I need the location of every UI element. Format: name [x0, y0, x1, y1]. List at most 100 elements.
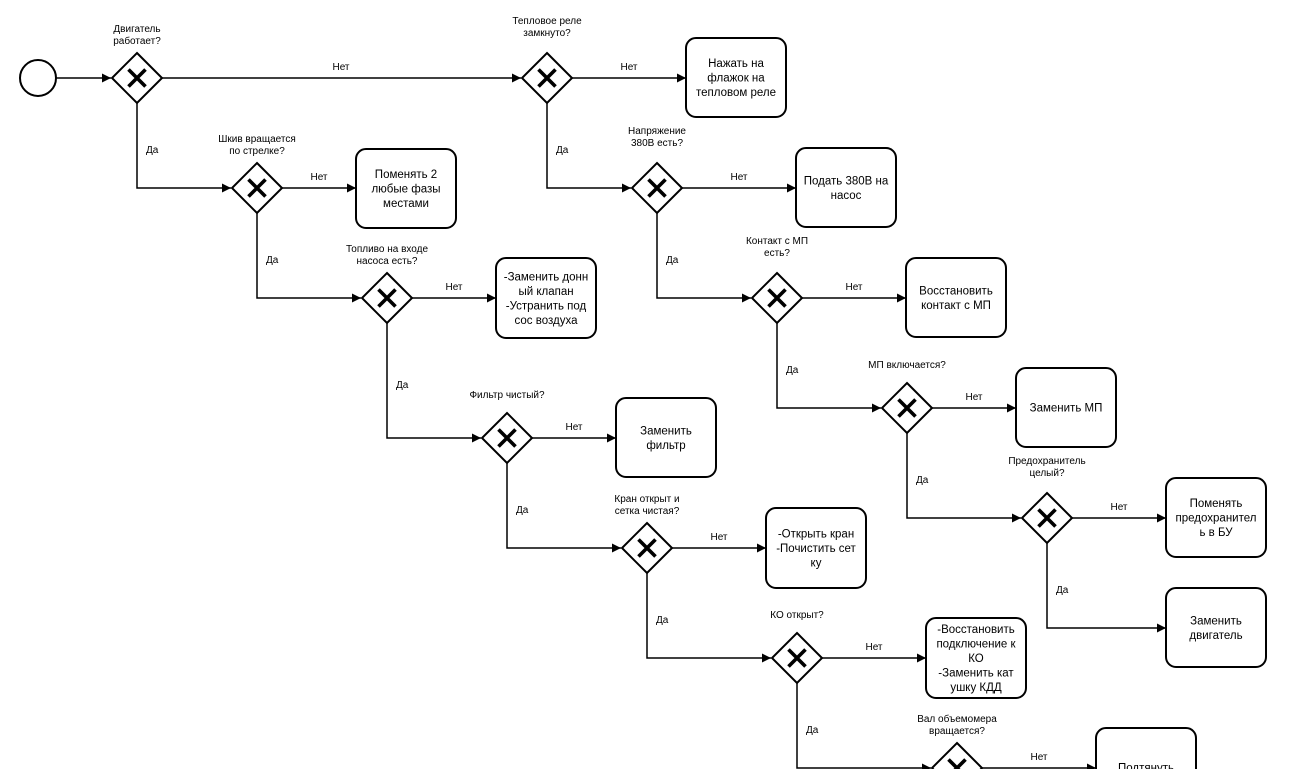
- flow-label-no: Нет: [1030, 752, 1047, 763]
- x-icon: [767, 288, 787, 308]
- task-box: [905, 257, 1007, 338]
- task-label: любые фазы: [371, 184, 440, 196]
- flow-label-no: Нет: [310, 172, 327, 183]
- flow-g4-g5: [506, 463, 621, 553]
- flow-label-yes: Да: [266, 255, 279, 266]
- task-label: Заменить МП: [1030, 403, 1103, 415]
- task-box: [495, 257, 597, 339]
- gateway-g6: КО открыт?: [770, 610, 824, 685]
- task-box: [765, 507, 867, 589]
- flow-label-no: Нет: [1110, 502, 1127, 513]
- flow-label-yes: Да: [656, 615, 669, 626]
- gateway-question: Фильтр чистый?: [469, 390, 545, 401]
- task-box: [795, 147, 897, 228]
- flow-label-no: Нет: [565, 422, 582, 433]
- task-label: двигатель: [1189, 630, 1242, 642]
- task-label: Поменять 2: [375, 169, 437, 181]
- task-label: -Восстановить: [937, 624, 1014, 636]
- task-label: Поменять: [1190, 498, 1243, 510]
- task-label: ь в БУ: [1199, 527, 1233, 539]
- x-icon: [787, 648, 807, 668]
- task-box: [1165, 477, 1267, 558]
- task-label: Восстановить: [919, 285, 993, 297]
- start-event: [19, 59, 57, 97]
- x-icon: [247, 178, 267, 198]
- flow-label-yes: Да: [666, 255, 679, 266]
- task-label: ый клапан: [518, 286, 573, 298]
- flow-label-yes: Да: [786, 365, 799, 376]
- flow-label-yes: Да: [396, 380, 409, 391]
- gateway-question: Тепловое реле: [512, 16, 582, 27]
- flow-label-yes: Да: [556, 145, 569, 156]
- flow-g11-g12: [906, 433, 1021, 523]
- flow-label-yes: Да: [806, 725, 819, 736]
- gateway-question: КО открыт?: [770, 610, 824, 621]
- x-icon: [897, 398, 917, 418]
- gateway-question: Шкив вращается: [218, 134, 296, 145]
- gateway-question: насоса есть?: [356, 256, 417, 267]
- gateway-question: Топливо на входе: [346, 244, 429, 255]
- task-label: Подать 380В на: [804, 175, 889, 187]
- task-box: [685, 37, 787, 118]
- flow-label-no: Нет: [445, 282, 462, 293]
- task-t10: Заменить двигатель: [1165, 587, 1267, 668]
- flow-g5-g6: [646, 573, 771, 663]
- exclusive-gateway-diamond: [930, 741, 984, 769]
- sequence-flows: [56, 73, 1166, 769]
- task-label: Заменить: [1190, 615, 1242, 627]
- gateway-question: по стрелке?: [229, 146, 285, 157]
- task-t5: Восстановить контакт с МП: [905, 257, 1007, 338]
- gateway-question: целый?: [1029, 468, 1064, 479]
- flow-label-yes: Да: [146, 145, 159, 156]
- gateway-question: Контакт с МП: [746, 236, 808, 247]
- flow-label-no: Нет: [845, 282, 862, 293]
- gateway-question: Вал объемомера: [917, 713, 997, 725]
- task-label: Подтянуть: [1118, 763, 1174, 769]
- task-box: [925, 617, 1027, 699]
- flow-label-yes: Да: [1056, 585, 1069, 596]
- gateway-g4: Фильтр чистый?: [469, 390, 545, 465]
- task-label: -Открыть кран: [778, 529, 854, 541]
- gateway-question: Предохранитель: [1008, 456, 1085, 467]
- flow-label-no: Нет: [730, 172, 747, 183]
- task-label: Нажать на: [708, 58, 764, 70]
- task-label: -Почистить сет: [776, 543, 856, 555]
- x-icon: [537, 68, 557, 88]
- task-label: фильтр: [646, 440, 685, 452]
- flow-label-no: Нет: [332, 62, 349, 73]
- flow-g9-g10: [656, 213, 751, 303]
- task-label: -Заменить кат: [938, 668, 1014, 680]
- x-icon: [647, 178, 667, 198]
- x-icon: [497, 428, 517, 448]
- gateway-question: Напряжение: [628, 126, 686, 137]
- task-label: контакт с МП: [921, 300, 991, 312]
- gateway-question: есть?: [764, 248, 790, 259]
- task-label: КО: [968, 653, 984, 665]
- task-label: флажок на: [707, 73, 765, 85]
- task-label: подключение к: [936, 639, 1016, 651]
- gateway-question: сетка чистая?: [615, 506, 680, 517]
- flow-g10-g11: [776, 323, 881, 413]
- gateway-question: Кран открыт и: [614, 494, 679, 505]
- gateway-question: 380В есть?: [631, 138, 683, 149]
- flow-label-no: Нет: [710, 532, 727, 543]
- gateway-question: Двигатель: [113, 24, 160, 35]
- task-box: [355, 148, 457, 229]
- flow-label-no: Нет: [865, 642, 882, 653]
- x-icon: [127, 68, 147, 88]
- gateway-g11: МП включается?: [868, 360, 946, 435]
